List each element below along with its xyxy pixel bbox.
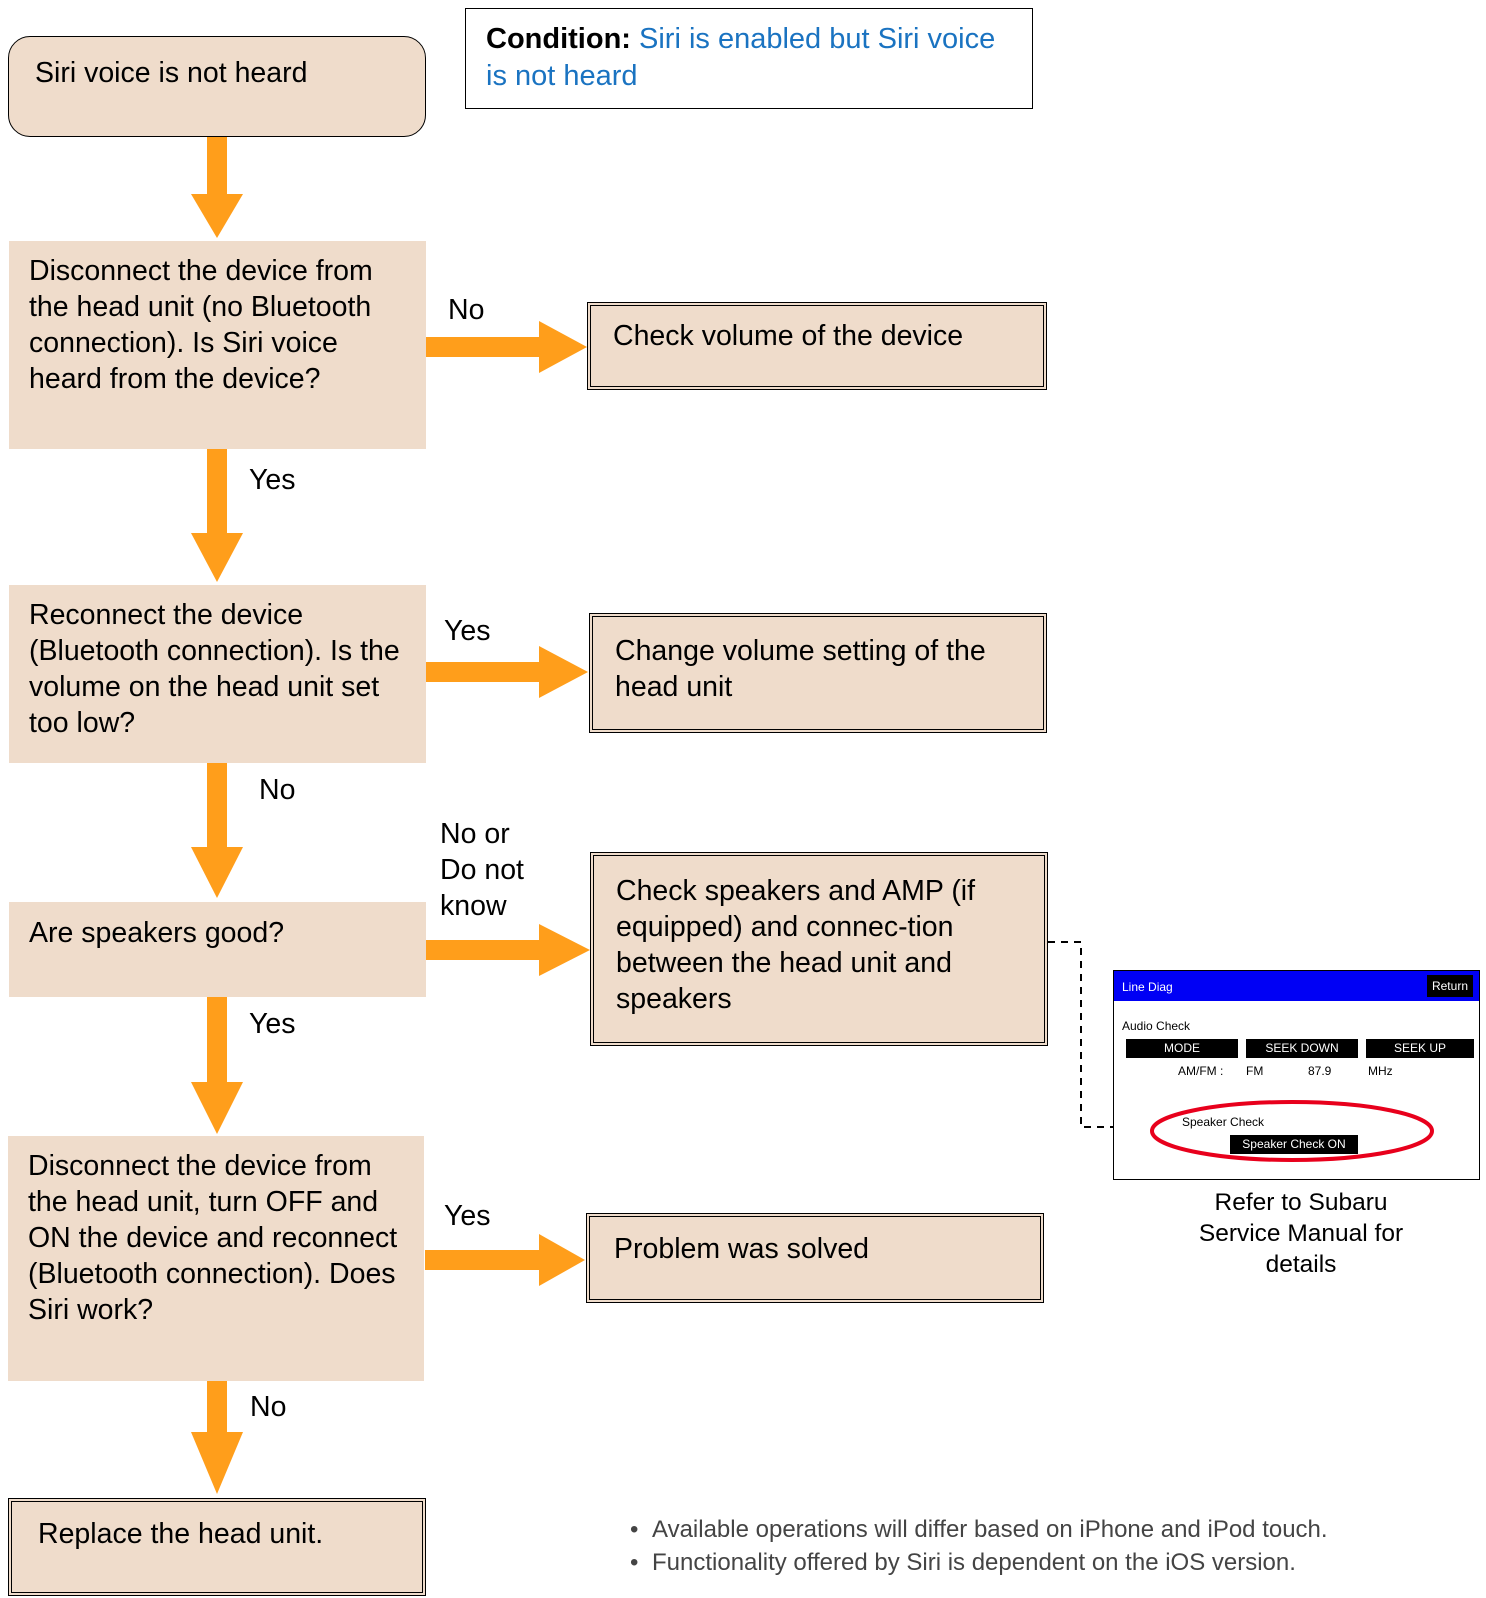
decision-4-side-label: Yes bbox=[444, 1200, 491, 1232]
condition-text: Siri is enabled but Siri voice is not he… bbox=[486, 23, 996, 92]
end-replace-head-unit: Replace the head unit. bbox=[8, 1498, 426, 1596]
condition-label: Condition: bbox=[486, 23, 631, 55]
note-item: Functionality offered by Siri is depende… bbox=[630, 1546, 1328, 1579]
decision-2: Reconnect the device (Bluetooth connecti… bbox=[9, 585, 426, 763]
arrow-right-4 bbox=[425, 1234, 585, 1286]
note-item: Available operations will differ based o… bbox=[630, 1513, 1328, 1546]
arrow-down-5 bbox=[191, 1378, 243, 1494]
decision-4-down-label: No bbox=[250, 1391, 287, 1423]
screen-seek-up-button: SEEK UP bbox=[1366, 1039, 1474, 1058]
condition-box: Condition: Siri is enabled but Siri voic… bbox=[465, 8, 1033, 109]
screen-speaker-check-button: Speaker Check ON bbox=[1230, 1135, 1358, 1154]
screen-amfm-label: AM/FM : bbox=[1178, 1064, 1224, 1078]
start-text: Siri voice is not heard bbox=[35, 57, 308, 89]
action-check-speakers: Check speakers and AMP (if equipped) and… bbox=[590, 852, 1048, 1046]
action-3-text: Check speakers and AMP (if equipped) and… bbox=[616, 875, 976, 1015]
arrow-right-1 bbox=[425, 321, 587, 373]
decision-2-text: Reconnect the device (Bluetooth connecti… bbox=[29, 599, 400, 739]
screen-mode-button: MODE bbox=[1126, 1039, 1238, 1058]
refer-service-manual: Refer to Subaru Service Manual for detai… bbox=[1198, 1189, 1404, 1278]
arrow-down-1 bbox=[191, 137, 243, 238]
decision-1: Disconnect the device from the head unit… bbox=[9, 241, 426, 449]
decision-3-text: Are speakers good? bbox=[29, 917, 285, 949]
action-change-volume-head-unit: Change volume setting of the head unit bbox=[589, 613, 1047, 733]
arrow-down-4 bbox=[191, 995, 243, 1134]
screen-frequency: 87.9 bbox=[1308, 1064, 1332, 1078]
action-1-text: Check volume of the device bbox=[613, 320, 964, 352]
speaker-check-highlight-ellipse bbox=[1150, 1100, 1434, 1162]
arrow-down-3 bbox=[191, 760, 243, 898]
line-diag-screenshot: Line Diag Return Audio Check MODE SEEK D… bbox=[1113, 970, 1480, 1180]
screen-titlebar: Line Diag Return bbox=[1114, 971, 1479, 1001]
decision-3-down-label: Yes bbox=[249, 1008, 296, 1040]
screen-return-button: Return bbox=[1426, 975, 1473, 997]
arrow-down-2 bbox=[191, 447, 243, 582]
decision-3-side-label: No or Do not know bbox=[440, 818, 524, 922]
screen-seek-down-button: SEEK DOWN bbox=[1246, 1039, 1358, 1058]
decision-2-down-label: No bbox=[259, 774, 296, 806]
screen-unit: MHz bbox=[1368, 1064, 1393, 1078]
end-text: Replace the head unit. bbox=[38, 1518, 324, 1550]
start-terminal: Siri voice is not heard bbox=[8, 36, 426, 137]
notes-list: Available operations will differ based o… bbox=[630, 1513, 1328, 1579]
decision-1-down-label: Yes bbox=[249, 464, 296, 496]
action-check-volume-device: Check volume of the device bbox=[587, 302, 1047, 390]
action-2-text: Change volume setting of the head unit bbox=[615, 635, 986, 703]
arrow-right-3 bbox=[425, 924, 590, 976]
action-4-text: Problem was solved bbox=[614, 1233, 870, 1265]
decision-2-side-label: Yes bbox=[444, 615, 491, 647]
decision-3: Are speakers good? bbox=[9, 902, 426, 997]
decision-4: Disconnect the device from the head unit… bbox=[8, 1136, 424, 1381]
action-problem-solved: Problem was solved bbox=[586, 1213, 1044, 1303]
arrow-right-2 bbox=[425, 646, 588, 698]
decision-1-text: Disconnect the device from the head unit… bbox=[29, 255, 373, 395]
screen-speaker-check-label: Speaker Check bbox=[1182, 1115, 1265, 1129]
decision-4-text: Disconnect the device from the head unit… bbox=[28, 1150, 398, 1326]
screen-section-label: Audio Check bbox=[1122, 1019, 1191, 1033]
screen-band: FM bbox=[1246, 1064, 1264, 1078]
screen-title: Line Diag bbox=[1122, 980, 1173, 994]
decision-1-side-label: No bbox=[448, 294, 485, 326]
